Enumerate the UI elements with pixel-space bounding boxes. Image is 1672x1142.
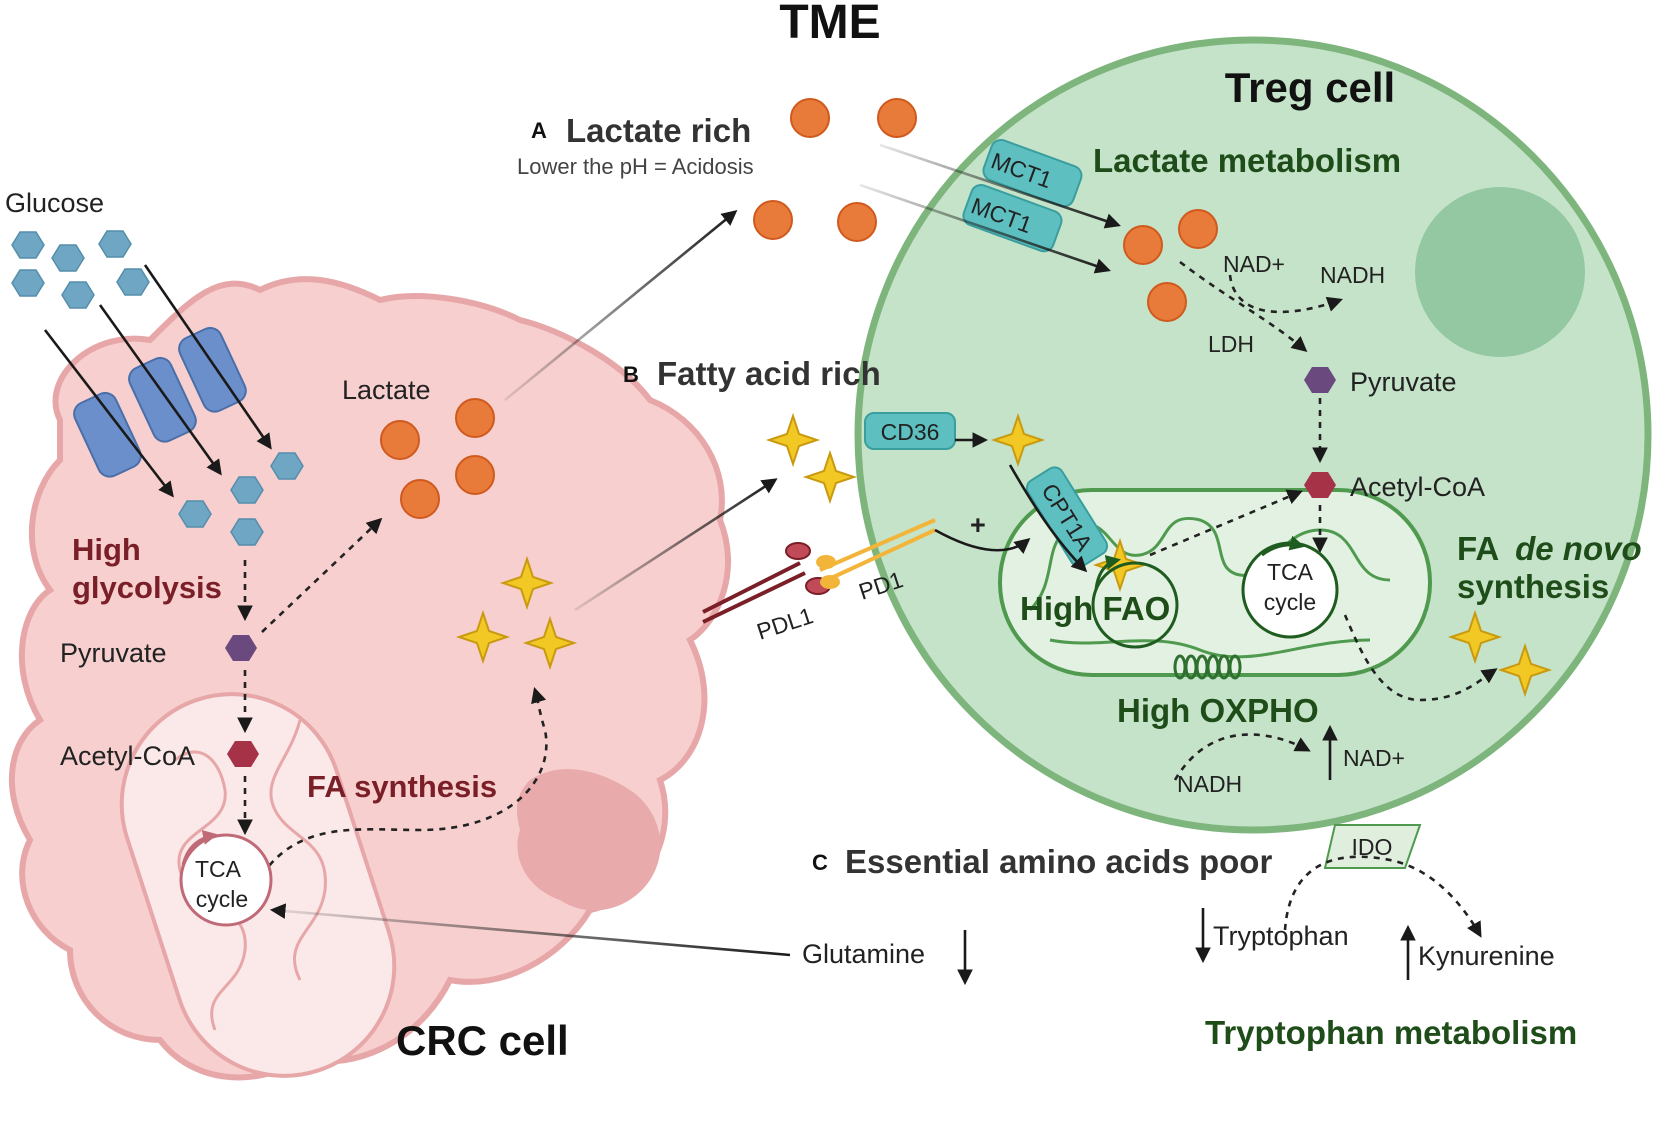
section-c-letter: C	[812, 850, 828, 875]
treg-mitochondrion	[998, 488, 1432, 680]
lactate-metabolism-label: Lactate metabolism	[1093, 142, 1401, 179]
section-c-heading: Essential amino acids poor	[845, 843, 1272, 880]
crc-cell-label: CRC cell	[396, 1017, 569, 1064]
crc-tca-label-1: TCA	[195, 856, 242, 882]
ldh-label: LDH	[1208, 331, 1254, 357]
crc-nucleus	[517, 769, 661, 911]
high-oxpho-label: High OXPHO	[1117, 692, 1319, 729]
diagram-title: TME	[779, 0, 880, 49]
fa-de-novo-italic: de novo	[1515, 530, 1642, 567]
glucose-label: Glucose	[5, 188, 104, 218]
tme-fatty-acid-1	[768, 415, 818, 465]
pdl1-pd1-interaction	[702, 518, 936, 624]
tme-lactate-molecules	[753, 98, 1218, 322]
cd36-label: CD36	[881, 419, 940, 445]
treg-nucleus	[1415, 187, 1585, 357]
section-a-subtitle: Lower the pH = Acidosis	[517, 154, 754, 179]
plus-label: +	[970, 510, 986, 540]
glutamine-label: Glutamine	[802, 939, 925, 969]
ido-label: IDO	[1352, 834, 1393, 860]
fa-de-novo-prefix: FA	[1457, 530, 1498, 567]
treg-cell-label: Treg cell	[1225, 64, 1395, 111]
crc-acetyl-coa-label: Acetyl-CoA	[60, 741, 195, 771]
treg-tca-cycle	[1241, 535, 1339, 639]
pdl1-label: PDL1	[754, 602, 817, 645]
tme-fatty-acid-2	[805, 452, 855, 502]
high-fao-label: High FAO	[1020, 590, 1170, 627]
fao-cycle	[1091, 555, 1179, 649]
fa-de-novo-label: FA de novo	[1457, 530, 1642, 567]
oxpho-nadh-label: NADH	[1177, 771, 1242, 797]
crc-tca-cycle	[179, 830, 273, 927]
oxpho-nad-plus-label: NAD+	[1343, 745, 1405, 771]
treg-pyruvate-label: Pyruvate	[1350, 367, 1457, 397]
section-b-letter: B	[623, 362, 639, 387]
ido-enzyme	[1323, 824, 1422, 869]
crc-lactate-molecules	[380, 398, 495, 519]
crc-pyruvate-label: Pyruvate	[60, 638, 167, 668]
fa-synthesis-label: FA synthesis	[307, 769, 497, 804]
fa-de-novo-label-2: synthesis	[1457, 568, 1609, 605]
kynurenine-label: Kynurenine	[1418, 941, 1555, 971]
treg-acetyl-coa-label: Acetyl-CoA	[1350, 472, 1485, 502]
crc-lactate-label: Lactate	[342, 375, 431, 405]
nad-plus-label: NAD+	[1223, 251, 1285, 277]
section-b-heading: Fatty acid rich	[657, 355, 881, 392]
treg-tca-label-1: TCA	[1267, 559, 1314, 585]
tryptophan-metabolism-label: Tryptophan metabolism	[1205, 1014, 1577, 1051]
section-a-heading: Lactate rich	[566, 112, 751, 149]
section-a-letter: A	[531, 118, 547, 143]
crc-tca-label-2: cycle	[196, 886, 248, 912]
cd36-transporter	[864, 412, 956, 450]
high-glycolysis-label-1: High	[72, 532, 141, 567]
mct1-transporter-2	[962, 184, 1063, 253]
nadh-label: NADH	[1320, 262, 1385, 288]
glucose-transporters	[73, 326, 247, 478]
high-glycolysis-label-2: glycolysis	[72, 570, 222, 605]
tryptophan-label: Tryptophan	[1213, 921, 1349, 951]
treg-tca-label-2: cycle	[1264, 589, 1316, 615]
